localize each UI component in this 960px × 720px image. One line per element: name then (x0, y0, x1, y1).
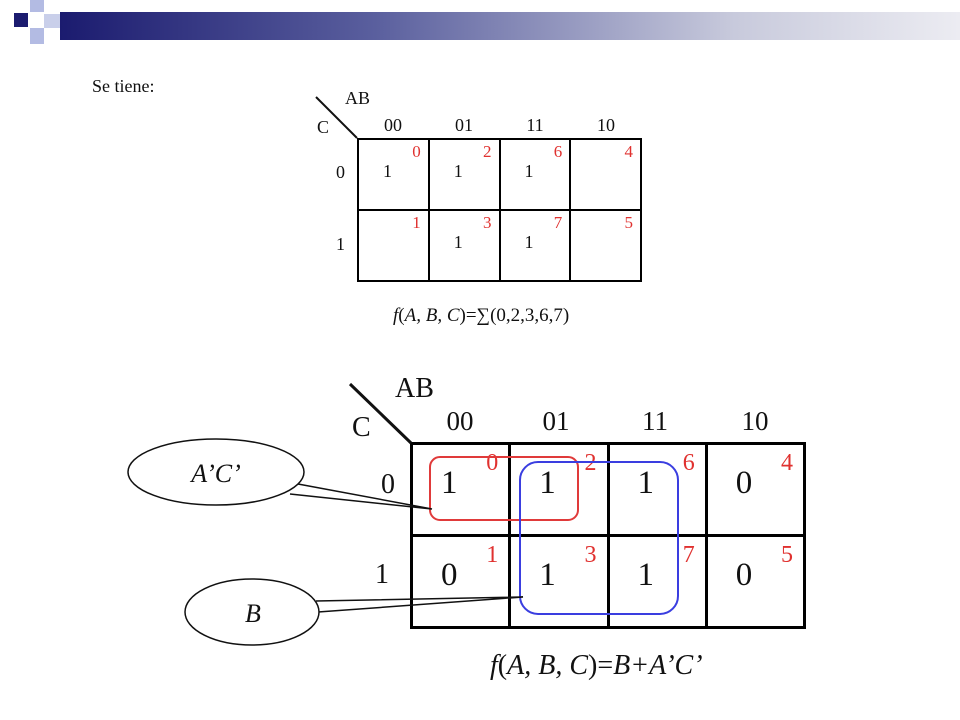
minterm-index: 0 (486, 450, 499, 476)
kmap2-col-header: 01 (542, 406, 570, 436)
kmap1-col-header: 00 (384, 115, 402, 135)
cell-value: 1 (539, 465, 556, 501)
kmap1-col-variable: AB (345, 88, 371, 108)
callout-ellipse-acprime (127, 438, 305, 506)
cell-value: 1 (441, 465, 458, 501)
cell-value: 1 (453, 161, 463, 181)
kmap2-function-caption: f(A, B, C)=B+A’C’ (490, 652, 703, 680)
minterm-index: 7 (553, 213, 563, 232)
caption-variables: A, B, C (507, 650, 588, 681)
kmap2-col-header: 11 (642, 406, 668, 436)
cell-value: 1 (524, 232, 534, 252)
callout-label-acprime: A’C’ (189, 459, 241, 488)
kmap2-col-header: 10 (741, 406, 769, 436)
caption-open-paren: ( (398, 305, 405, 326)
minterm-index: 5 (624, 213, 634, 232)
minterm-index: 0 (412, 142, 421, 161)
header-gradient-bar (60, 12, 960, 40)
caption-function-name: f (490, 650, 498, 681)
minterm-index: 1 (486, 542, 499, 568)
caption-simplified-expression: B+A’C’ (613, 650, 703, 681)
minterm-index: 5 (781, 542, 793, 568)
decor-square-navy (14, 13, 28, 27)
kmap1-cell: 5 (571, 211, 640, 280)
kmap1-function-caption: f(A, B, C)=∑(0,2,3,6,7) (393, 306, 569, 325)
minterm-index: 3 (584, 542, 597, 568)
callout-label-b: B (245, 599, 261, 628)
kmap2-col-variable: AB (395, 373, 434, 404)
minterm-index: 4 (781, 450, 793, 476)
minterm-index: 7 (682, 542, 695, 568)
cell-value: 0 (441, 557, 458, 593)
kmap1-col-header: 01 (455, 115, 473, 135)
cell-value: 0 (735, 557, 753, 593)
kmap1-col-header: 10 (597, 115, 615, 135)
kmap1-row-header: 1 (336, 234, 345, 254)
decor-square-light (30, 0, 44, 12)
minterm-index: 1 (412, 213, 421, 232)
decor-square-light (44, 14, 60, 28)
caption-variables: A, B, C (404, 305, 460, 326)
kmap1-cell: 1 (359, 211, 428, 280)
caption-equals: )= (588, 650, 614, 681)
cell-value: 1 (637, 465, 655, 501)
cell-value: 0 (735, 465, 753, 501)
minterm-index: 6 (553, 142, 563, 161)
kmap2-row-header: 1 (375, 559, 389, 590)
cell-value: 1 (524, 161, 534, 181)
kmap2-col-header: 00 (446, 406, 474, 436)
kmap1-cell: 4 (571, 140, 640, 209)
minterm-index: 2 (483, 142, 492, 161)
minterm-index: 2 (584, 450, 597, 476)
caption-open-paren: ( (497, 650, 508, 681)
cell-value: 1 (453, 232, 463, 252)
kmap1-row-variable: C (317, 117, 330, 137)
decor-square-light (30, 28, 44, 44)
kmap1-col-header: 11 (526, 115, 544, 135)
minterm-index: 4 (624, 142, 634, 161)
kmap2-row-variable: C (352, 412, 371, 443)
caption-expression: )=∑(0,2,3,6,7) (459, 305, 570, 326)
cell-value: 1 (637, 557, 655, 593)
kmap2-row-header: 0 (381, 469, 395, 500)
cell-value: 1 (539, 557, 556, 593)
minterm-index: 6 (682, 450, 695, 476)
caption-function-name: f (393, 305, 399, 326)
kmap1-row-header: 0 (336, 162, 345, 182)
minterm-index: 3 (483, 213, 492, 232)
intro-text: Se tiene: (92, 76, 155, 96)
cell-value: 1 (383, 161, 392, 181)
callout-ellipse-b (184, 578, 320, 646)
